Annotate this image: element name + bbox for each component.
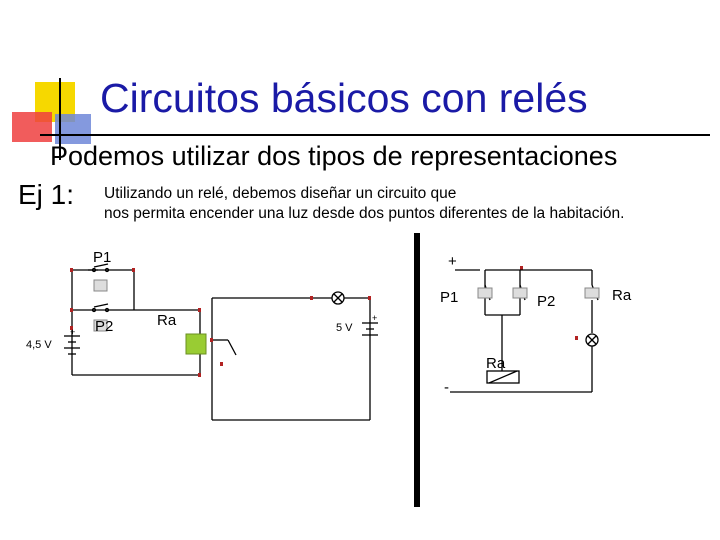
description-line-2: nos permita encender una luz desde dos p… xyxy=(104,205,625,222)
deco-vertical-line xyxy=(59,78,61,160)
right-minus-label: - xyxy=(444,379,449,396)
left-circuit xyxy=(64,263,378,421)
right-p2-label: P2 xyxy=(537,293,556,310)
terminal-markers xyxy=(70,266,578,377)
battery-left-plus: + xyxy=(70,327,76,337)
vertical-divider xyxy=(414,233,420,507)
right-ra-coil-label: Ra xyxy=(486,355,506,372)
relay-coil-icon xyxy=(185,333,207,355)
p2-right-pushbutton-icon xyxy=(512,287,528,299)
deco-blue-square xyxy=(55,114,91,144)
p1-pushbutton-icon xyxy=(93,279,108,292)
example-label: Ej 1: xyxy=(18,179,75,210)
battery-left-label: 4,5 V xyxy=(26,339,52,351)
battery-right-plus: + xyxy=(372,313,378,323)
left-p2-label: P2 xyxy=(95,318,114,335)
right-ra-switch-label: Ra xyxy=(612,287,632,304)
title-underline xyxy=(40,134,710,136)
right-circuit xyxy=(450,269,599,393)
left-ra-label: Ra xyxy=(157,312,177,329)
ra-right-switch-icon xyxy=(584,287,600,299)
p2-pushbutton-icon xyxy=(93,319,108,332)
description-line-1: Utilizando un relé, debemos diseñar un c… xyxy=(104,185,457,202)
bullet-text: Podemos utilizar dos tipos de representa… xyxy=(50,141,618,171)
battery-right-label: 5 V xyxy=(336,322,353,334)
right-plus-label: + xyxy=(448,253,457,270)
right-p1-label: P1 xyxy=(440,289,459,306)
deco-red-square xyxy=(12,112,52,142)
p1-right-pushbutton-icon xyxy=(477,287,493,299)
slide-title: Circuitos básicos con relés xyxy=(100,75,588,121)
left-p1-label: P1 xyxy=(93,249,112,266)
